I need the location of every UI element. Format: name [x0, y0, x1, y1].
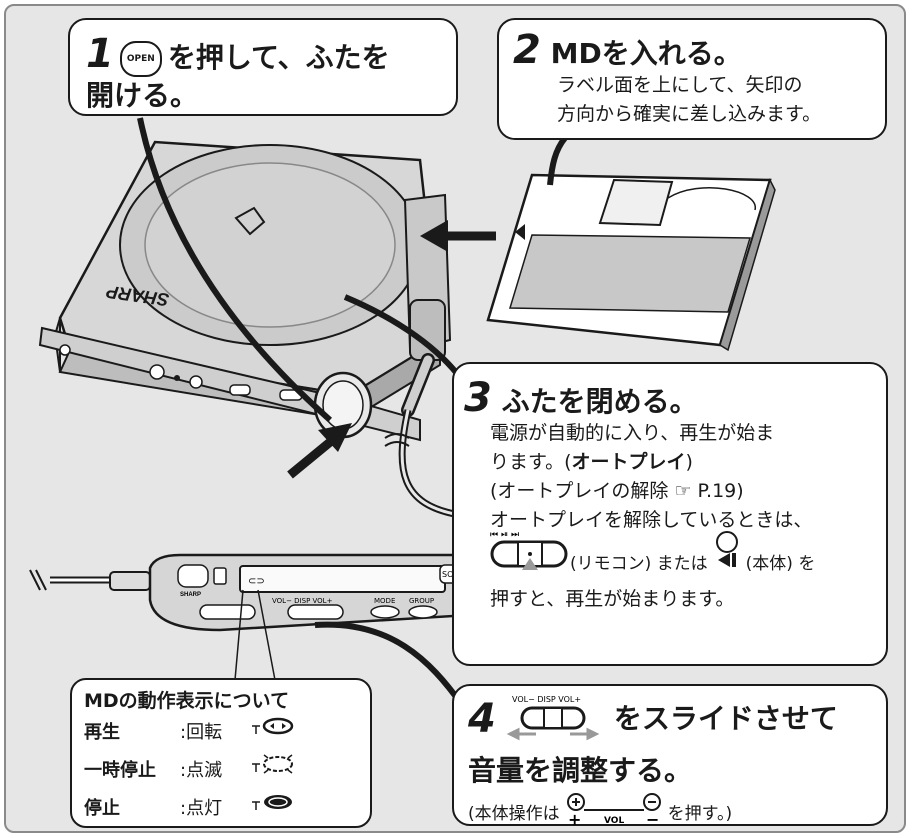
- step3-title-row: 3 ふたを閉める。: [464, 378, 886, 419]
- remote-play-switch-icon: ⏮ ⏯ ⏭: [490, 528, 570, 579]
- body-vol-button-icon: + VOL −: [566, 792, 662, 831]
- step4-callout: 4 VOL− DISP VOL+ をスライドさせて 音量を調整する。 (本体操作…: [452, 684, 888, 829]
- legend-row-stop: 停止 :点灯: [84, 790, 360, 828]
- reference-hand-icon: ☞: [674, 480, 692, 502]
- remote-control-illustration: SHARP ⊂⊃ SO VOL− DISP VOL+ MODE GROUP: [29, 553, 472, 632]
- open-button-icon: OPEN: [119, 41, 162, 77]
- md-player-illustration: SHARP: [38, 140, 452, 442]
- remote-so-label: SO: [442, 570, 453, 579]
- step2-title-row: 2 MDを入れる。: [513, 30, 885, 71]
- legend-label: 一時停止: [84, 760, 156, 781]
- step3-autoplay-bold: オートプレイ: [571, 451, 686, 473]
- step3-title: ふたを閉める。: [501, 385, 698, 418]
- step3-line1: 電源が自動的に入り、再生が始ま: [490, 422, 775, 444]
- step1-text-line1: を押して、ふたを: [167, 41, 390, 74]
- legend-title: MDの動作表示について: [84, 690, 290, 712]
- svg-text:+: +: [568, 810, 581, 826]
- md-status-legend: MDの動作表示について 再生 :回転 一時停止 :点滅 停止 :点灯: [70, 678, 372, 828]
- legend-label: 再生: [84, 722, 120, 743]
- legend-row-play: 再生 :回転: [84, 714, 360, 752]
- svg-text:−: −: [646, 810, 659, 826]
- blinking-disc-icon: [250, 752, 296, 790]
- volume-slider-icon: VOL− DISP VOL+: [506, 692, 606, 746]
- vol-small-label: VOL: [604, 816, 624, 826]
- step3-line2: ります。(オートプレイ): [490, 448, 886, 477]
- step3-remote-label: (リモコン) または: [570, 554, 708, 574]
- minidisc-illustration: [486, 173, 776, 352]
- legend-label: 停止: [84, 798, 120, 819]
- legend-value: :点灯: [180, 798, 223, 819]
- step1-number: 1: [86, 31, 114, 77]
- legend-row-pause: 一時停止 :点滅: [84, 752, 360, 790]
- step3-line2a: ります。(: [490, 451, 572, 473]
- remote-vol-labels: VOL− DISP VOL+: [272, 597, 333, 605]
- step4-note-a: (本体操作は: [468, 804, 560, 824]
- rotating-disc-icon: [250, 714, 296, 752]
- step4-number: 4: [468, 696, 496, 742]
- step4-line2: 音量を調整する。: [468, 754, 693, 787]
- step3-line4: オートプレイを解除しているときは、: [490, 509, 813, 531]
- step3-line2c: ): [685, 451, 693, 473]
- step3-line5: ⏮ ⏯ ⏭ (リモコン) または (本体) を: [490, 530, 886, 579]
- step2-number: 2: [513, 27, 541, 73]
- step4-row1: 4 VOL− DISP VOL+ をスライドさせて: [468, 692, 886, 746]
- vol-slider-labels: VOL− DISP VOL+: [512, 695, 581, 704]
- legend-value: :点滅: [180, 760, 223, 781]
- step1-text-line2: 開ける。: [86, 79, 199, 112]
- step2-text-line2: 方向から確実に差し込みます。: [557, 103, 822, 125]
- step3-callout: 3 ふたを閉める。 電源が自動的に入り、再生が始ま ります。(オートプレイ) (…: [452, 362, 888, 666]
- step3-body: 電源が自動的に入り、再生が始ま ります。(オートプレイ) (オートプレイの解除 …: [464, 419, 886, 614]
- remote-brand-text: SHARP: [180, 592, 201, 598]
- step3-page-ref: P.19): [691, 480, 744, 502]
- step3-number: 3: [464, 375, 492, 421]
- step3-body-label: (本体) を: [745, 554, 816, 574]
- remote-group-label: GROUP: [409, 597, 434, 605]
- lit-disc-icon: [250, 790, 296, 828]
- step3-line3a: (オートプレイの解除: [490, 480, 675, 502]
- body-play-button-icon: [712, 530, 742, 579]
- step3-line6: 押すと、再生が始まります。: [490, 588, 735, 610]
- step2-callout: 2 MDを入れる。 ラベル面を上にして、矢印の 方向から確実に差し込みます。: [497, 18, 887, 140]
- step4-note-b: を押す。): [667, 804, 733, 824]
- step3-line3: (オートプレイの解除 ☞ P.19): [490, 477, 886, 506]
- remote-mode-label: MODE: [374, 597, 395, 605]
- step2-title: MDを入れる。: [550, 37, 742, 70]
- svg-text:⏮ ⏯ ⏭: ⏮ ⏯ ⏭: [490, 530, 519, 540]
- svg-text:⊂⊃: ⊂⊃: [248, 576, 265, 587]
- step4-line1: をスライドさせて: [613, 702, 838, 735]
- legend-value: :回転: [180, 722, 223, 743]
- step4-note: (本体操作は + VOL − を押す。): [468, 792, 886, 831]
- step2-text-line1: ラベル面を上にして、矢印の: [557, 74, 803, 96]
